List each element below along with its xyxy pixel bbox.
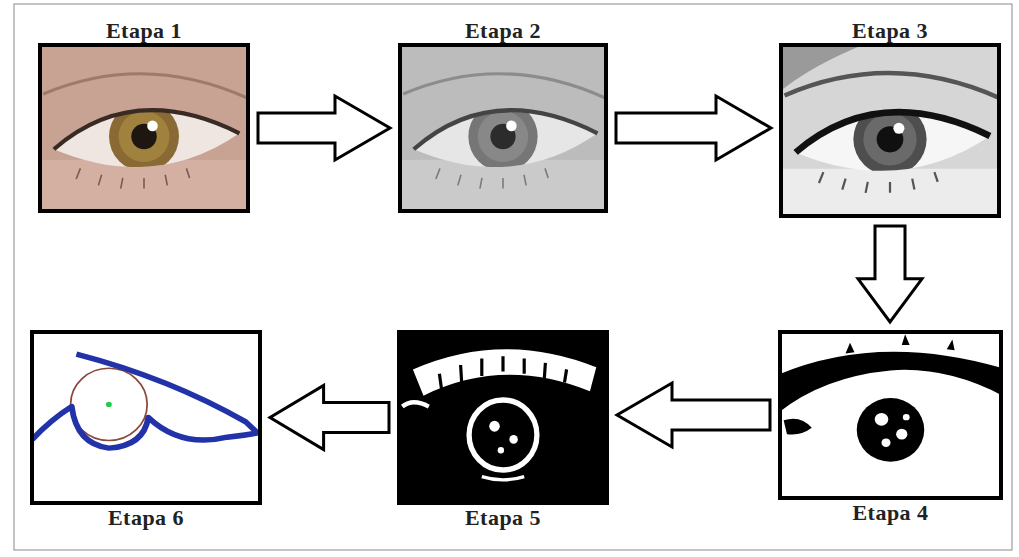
iris-blob (857, 398, 925, 462)
panel-caption: Etapa 1 (2, 18, 286, 44)
stage-title: Etapa 5 (361, 505, 645, 531)
lash-spikes (846, 334, 955, 353)
image-panel: Etapa 5 (397, 330, 609, 505)
iris-hole (896, 429, 907, 440)
iris-inner (863, 113, 916, 166)
stage-title: Etapa 6 (0, 505, 298, 531)
block-arrow (270, 386, 389, 450)
block-arrow (617, 383, 770, 447)
eye-contour-line (32, 354, 257, 448)
upper-lid-band (413, 349, 596, 396)
lash-gaps (439, 356, 566, 389)
block-arrow (616, 96, 771, 160)
highlight (893, 123, 904, 134)
upper-lid (796, 112, 990, 152)
eye-photo-contrast (779, 43, 1001, 218)
eye-inverted (397, 330, 609, 505)
iris-inner (119, 111, 170, 162)
iris-hole (875, 413, 889, 426)
lower-lashes (436, 168, 548, 188)
stage-title: Etapa 1 (2, 18, 286, 44)
eyelid-crease (43, 74, 248, 98)
skin-background (38, 43, 250, 213)
image-panel: Etapa 6 (30, 330, 262, 505)
panel-caption: Etapa 4 (742, 500, 1019, 526)
iris-speck (509, 435, 517, 444)
image-panel: Etapa 3 (779, 43, 1001, 218)
stage-title: Etapa 2 (362, 18, 644, 44)
block-arrow (858, 226, 922, 322)
lower-lashes (76, 168, 189, 188)
iris-speck (489, 421, 500, 432)
corner-streak (402, 402, 429, 406)
dark-corner (779, 43, 868, 92)
image-panel: Etapa 2 (398, 43, 608, 213)
upper-lid (54, 110, 240, 149)
image-panel: Etapa 1 (38, 43, 250, 213)
eye-binary (778, 330, 1003, 500)
panel-caption: Etapa 5 (361, 505, 645, 531)
white-background (778, 330, 1003, 500)
eye-photo-colour (38, 43, 250, 213)
gray-background (398, 43, 608, 213)
lower-skin (398, 160, 608, 213)
black-background (397, 330, 609, 505)
iris-hole (903, 414, 910, 420)
sclera (54, 110, 240, 167)
upper-lid (414, 110, 598, 149)
sclera (796, 112, 990, 171)
eye-photo-gray (398, 43, 608, 213)
corner-blob (784, 419, 812, 435)
eyelid-crease (403, 74, 606, 98)
highlight (147, 121, 158, 132)
lower-lashes (819, 172, 938, 193)
iris-hole (882, 438, 891, 447)
block-arrow (258, 96, 390, 160)
iris-speck (498, 447, 504, 454)
sclera (414, 110, 598, 167)
outer-frame (14, 4, 1012, 550)
highlight (506, 121, 517, 132)
lower-skin (779, 169, 1001, 218)
stage-title: Etapa 3 (743, 18, 1019, 44)
image-panel: Etapa 4 (778, 330, 1003, 500)
iris-center (106, 402, 112, 407)
white-background (30, 330, 262, 505)
eye-contour (30, 330, 262, 505)
iris-outline (469, 400, 537, 470)
lower-skin (38, 160, 250, 213)
lower-arc (482, 477, 524, 480)
panel-caption: Etapa 3 (743, 18, 1019, 44)
panel-caption: Etapa 6 (0, 505, 298, 531)
panel-caption: Etapa 2 (362, 18, 644, 44)
stage-title: Etapa 4 (742, 500, 1019, 526)
eyelid-crease (785, 73, 999, 98)
iris-inner (478, 111, 528, 162)
gray-background (779, 43, 1001, 218)
